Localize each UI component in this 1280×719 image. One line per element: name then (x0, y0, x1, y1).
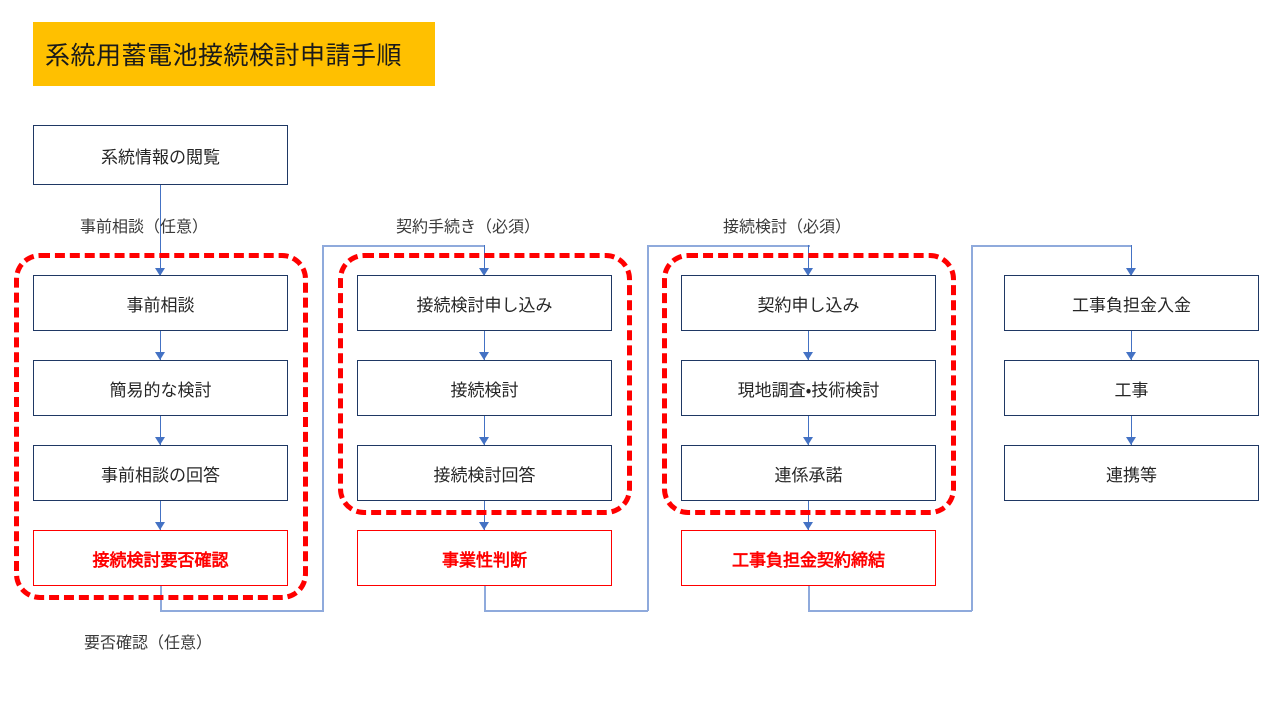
connector-col2-entry-drop (484, 245, 486, 275)
node-col4-step3: 連携等 (1004, 445, 1259, 501)
node-col1-step3: 事前相談の回答 (33, 445, 288, 501)
node-col1-decision: 接続検討要否確認 (33, 530, 288, 586)
node-label: 事業性判断 (442, 550, 527, 570)
connector-col4-s2-s3 (1131, 416, 1133, 445)
node-col3-step1: 契約申し込み (681, 275, 936, 331)
arrowhead-col1-s1-s2 (155, 352, 165, 360)
connector-col3-s1-s2 (808, 331, 810, 360)
stage-label-col3: 接続検討（必須） (723, 219, 852, 236)
arrowhead-entry-to-col1 (155, 268, 165, 276)
arrowhead-col2-s1-s2 (479, 352, 489, 360)
arrowhead-col3-s1-s2 (803, 352, 813, 360)
page-title: 系統用蓄電池接続検討申請手順 (45, 42, 403, 70)
connector-col1-to-col2-across (160, 610, 324, 612)
node-col3-decision: 工事負担金契約締結 (681, 530, 936, 586)
connector-col3-s3-decision (808, 501, 810, 530)
node-col1-step2: 簡易的な検討 (33, 360, 288, 416)
node-label: 工事 (1114, 380, 1149, 400)
node-col4-step1: 工事負担金入金 (1004, 275, 1259, 331)
connector-col4-s1-s2 (1131, 331, 1133, 360)
connector-col4-entry-drop (1131, 245, 1133, 275)
connector-entry-to-col1 (160, 185, 162, 275)
node-col4-step2: 工事 (1004, 360, 1259, 416)
connector-col2-to-col3-up (647, 245, 649, 611)
arrowhead-col4-s1-s2 (1126, 352, 1136, 360)
connector-col2-to-col3-across (484, 610, 648, 612)
connector-col2-to-col3-top (647, 245, 810, 247)
title-banner: 系統用蓄電池接続検討申請手順 (33, 22, 435, 86)
node-col2-decision: 事業性判断 (357, 530, 612, 586)
node-label: 事前相談 (126, 295, 195, 315)
node-col1-step1: 事前相談 (33, 275, 288, 331)
node-label: 接続検討要否確認 (92, 550, 229, 570)
connector-col1-s1-s2 (160, 331, 162, 360)
connector-col3-to-col4-top (971, 245, 1132, 247)
node-col3-step2: 現地調査・技術検討 (681, 360, 936, 416)
node-label: 契約申し込み (757, 295, 860, 315)
connector-col3-entry-drop (808, 245, 810, 275)
connector-col3-to-col4-down (808, 586, 810, 612)
arrowhead-col4-s2-s3 (1126, 437, 1136, 445)
node-col2-step2: 接続検討 (357, 360, 612, 416)
stage-label-col1: 事前相談（任意） (80, 219, 209, 236)
node-label: 工事負担金入金 (1072, 295, 1191, 315)
connector-col1-to-col2-down (160, 586, 162, 612)
node-label: 事前相談の回答 (101, 465, 220, 485)
connector-col2-s3-decision (484, 501, 486, 530)
arrowhead-col1-s2-s3 (155, 437, 165, 445)
node-label: 簡易的な検討 (109, 380, 212, 400)
arrowhead-col3-s2-s3 (803, 437, 813, 445)
connector-col1-s2-s3 (160, 416, 162, 445)
connector-col2-to-col3-down (484, 586, 486, 612)
node-label: 接続検討回答 (433, 465, 536, 485)
connector-col1-s3-decision (160, 501, 162, 530)
connector-col1-to-col2-top (322, 245, 485, 247)
node-entry-system-info: 系統情報の閲覧 (33, 125, 288, 185)
arrowhead-col2-s2-s3 (479, 437, 489, 445)
connector-col1-to-col2-up (322, 245, 324, 611)
node-label: 系統情報の閲覧 (101, 147, 220, 167)
connector-col2-s2-s3 (484, 416, 486, 445)
arrowhead-col4-entry (1126, 268, 1136, 276)
connector-col3-to-col4-up (971, 245, 973, 611)
node-label: 連携等 (1106, 465, 1157, 485)
node-label: 接続検討 (450, 380, 519, 400)
arrowhead-col3-s3-decision (803, 522, 813, 530)
node-col3-step3: 連係承諾 (681, 445, 936, 501)
arrowhead-col2-entry (479, 268, 489, 276)
arrowhead-col1-s3-decision (155, 522, 165, 530)
node-label: 工事負担金契約締結 (732, 550, 885, 570)
stage-label-col2: 契約手続き（必須） (396, 219, 541, 236)
connector-col2-s1-s2 (484, 331, 486, 360)
connector-col3-to-col4-across (808, 610, 972, 612)
node-label: 現地調査・技術検討 (737, 380, 880, 400)
stage-label-bottom: 要否確認（任意） (84, 635, 213, 652)
node-col2-step3: 接続検討回答 (357, 445, 612, 501)
node-col2-step1: 接続検討申し込み (357, 275, 612, 331)
node-label: 接続検討申し込み (416, 295, 553, 315)
arrowhead-col3-entry (803, 268, 813, 276)
connector-col3-s2-s3 (808, 416, 810, 445)
node-label: 連係承諾 (774, 465, 843, 485)
arrowhead-col2-s3-decision (479, 522, 489, 530)
